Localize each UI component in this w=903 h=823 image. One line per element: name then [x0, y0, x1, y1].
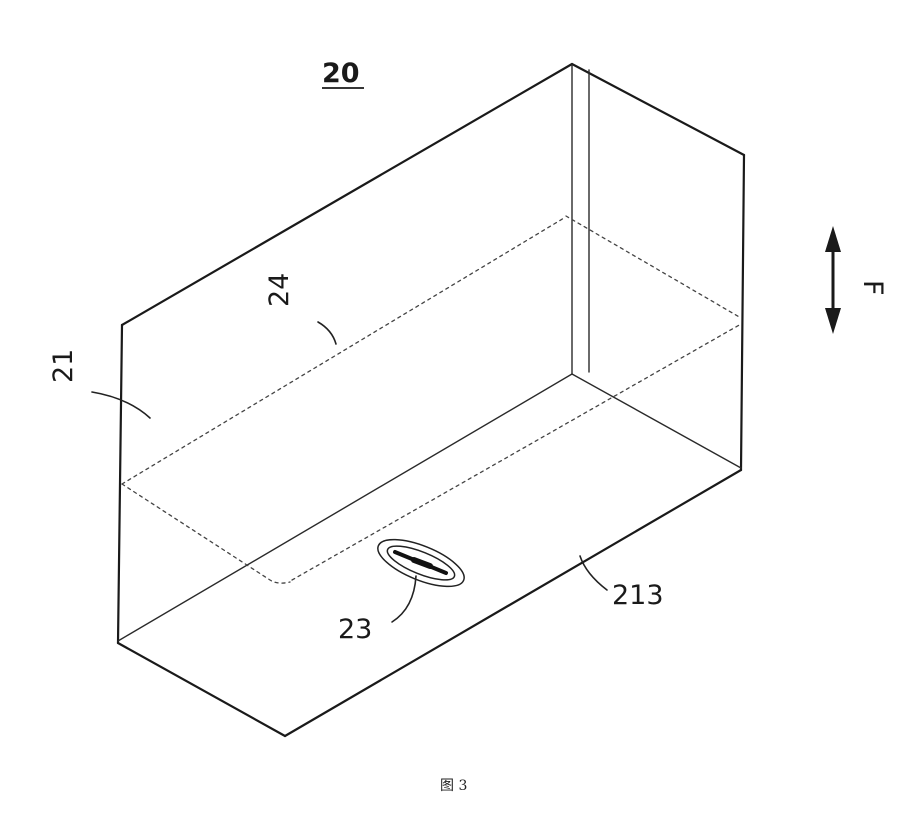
liquid-left-line: [122, 484, 290, 583]
bottom-front-edge: [285, 470, 741, 736]
reference-numerals: 20 21 24 23 213 F: [48, 58, 888, 645]
callout-bottom: 213: [612, 580, 664, 611]
floor-back-edge: [118, 374, 572, 641]
callout-direction: F: [857, 280, 888, 296]
bottom-left-edge: [118, 643, 285, 736]
figure-reference-label: 20: [322, 58, 360, 89]
right-edge: [741, 155, 744, 470]
outlet-slot-core: [414, 560, 430, 566]
top-right-edge: [572, 64, 744, 155]
liquid-right-line: [566, 216, 741, 318]
callout-wall: 21: [48, 349, 79, 383]
container-box: [118, 64, 744, 736]
figure-caption: 图 3: [440, 778, 467, 794]
leader-lines: [92, 322, 607, 622]
leader-24: [318, 322, 336, 344]
direction-arrow: [825, 226, 841, 334]
floor-right-edge: [572, 374, 741, 468]
liquid-back-line: [292, 324, 741, 580]
arrow-up-head: [825, 226, 841, 252]
arrow-down-head: [825, 308, 841, 334]
liquid-front-line: [122, 218, 564, 484]
outlet: [372, 530, 470, 596]
callout-liquid-line: 24: [264, 273, 295, 307]
top-front-edge: [122, 64, 572, 325]
callout-outlet: 23: [338, 614, 372, 645]
leader-23: [392, 576, 416, 622]
